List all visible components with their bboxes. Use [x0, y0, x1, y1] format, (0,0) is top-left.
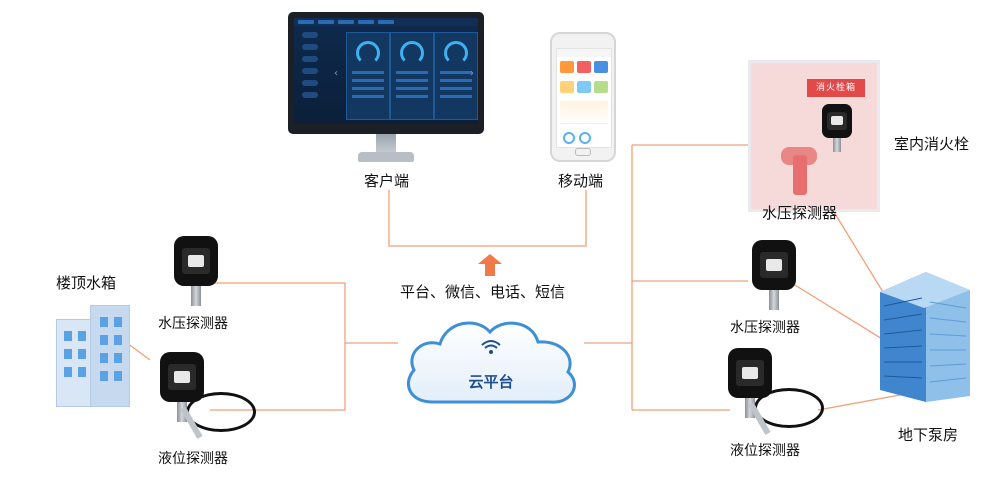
label-right-pressure-sensor: 水压探测器 [730, 320, 800, 336]
connector-level-pump [817, 394, 901, 411]
dashboard-sidebar [298, 32, 320, 118]
dashboard-topbar [294, 18, 478, 26]
up-arrow-icon [478, 254, 502, 276]
label-left-level-sensor: 液位探测器 [158, 451, 228, 467]
monitor-bezel: ‹ › [288, 12, 484, 134]
left-level-sensor [160, 352, 256, 439]
fire-hydrant-cabinet: 消火栓箱 [748, 60, 880, 212]
monitor-foot [358, 152, 414, 162]
label-roof-tank: 楼顶水箱 [56, 274, 117, 292]
hydrant-pressure-sensor [822, 104, 852, 154]
right-level-sensor [728, 348, 824, 435]
cloud-icon [407, 321, 576, 404]
dashboard-screen: ‹ › [294, 18, 478, 124]
chevron-left-icon: ‹ [334, 68, 338, 79]
dashboard-card [390, 32, 434, 120]
cloud-platform: 云平台 [398, 310, 584, 414]
phone-home-button [575, 148, 591, 156]
connector-client [388, 190, 490, 247]
right-pressure-sensor [752, 240, 796, 310]
cabinet-sign: 消火栓箱 [807, 79, 865, 97]
mobile-phone [550, 32, 616, 162]
label-client: 客户端 [364, 172, 410, 190]
connector-left-pressure [205, 282, 398, 344]
chevron-right-icon: › [470, 68, 474, 79]
label-right-level-sensor: 液位探测器 [730, 443, 800, 459]
label-left-pressure-sensor: 水压探测器 [158, 316, 228, 332]
label-pump-room: 地下泵房 [898, 426, 959, 444]
label-cloud: 云平台 [468, 373, 514, 391]
pump-room-building [880, 272, 970, 402]
label-indoor-hydrant: 室内消火栓 [894, 135, 970, 153]
connector-mobile [490, 190, 587, 247]
roof-tank-building [56, 305, 130, 407]
wifi-icon [481, 340, 501, 354]
monitor-neck [376, 134, 396, 154]
dashboard-card [346, 32, 390, 120]
label-hydrant-pressure-sensor: 水压探测器 [762, 204, 838, 222]
label-mobile: 移动端 [558, 172, 604, 190]
desktop-monitor: ‹ › [288, 12, 484, 164]
dashboard-card [434, 32, 478, 120]
phone-screen [556, 48, 612, 148]
hydrant-pipe [793, 155, 807, 195]
left-pressure-sensor [174, 236, 218, 306]
label-channels: 平台、微信、电话、短信 [400, 283, 566, 301]
